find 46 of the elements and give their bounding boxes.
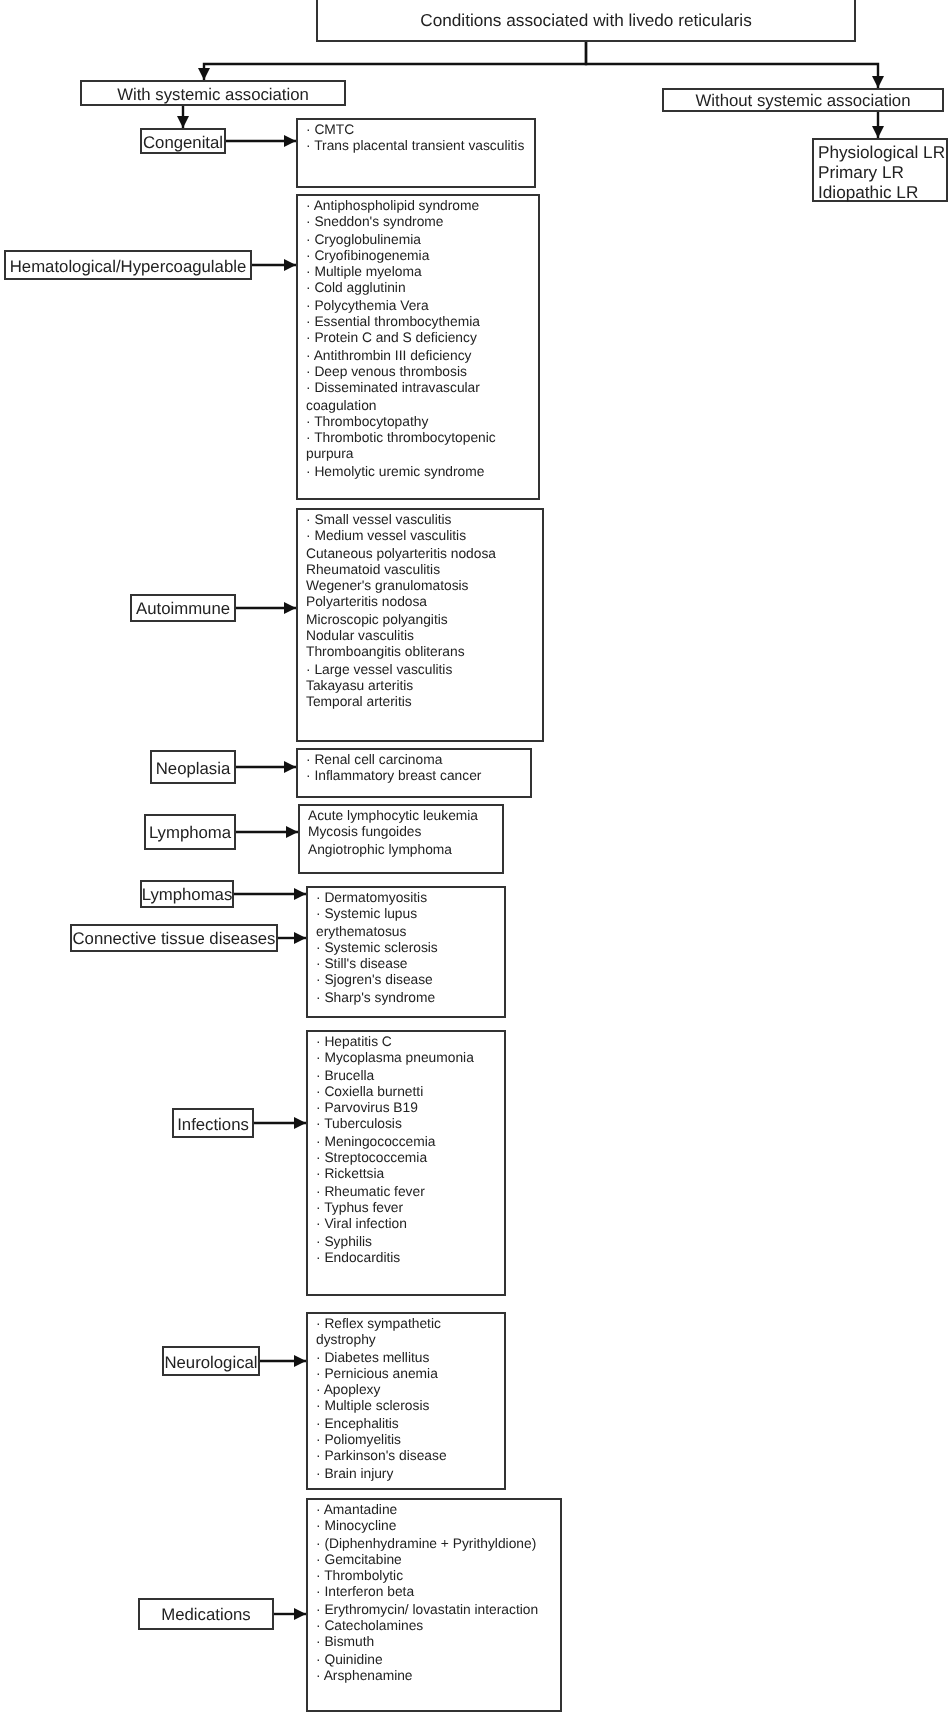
arrow xyxy=(278,932,306,944)
arrow xyxy=(260,1355,306,1367)
list-box xyxy=(306,1498,562,1712)
category-label: Connective tissue diseases xyxy=(72,928,276,948)
arrow xyxy=(236,761,296,773)
arrow xyxy=(234,888,306,900)
category-label: Hematological/Hypercoagulable xyxy=(9,255,247,275)
category-label: Neoplasia xyxy=(155,757,231,777)
arrow xyxy=(584,42,884,88)
list-box xyxy=(812,138,948,202)
category-label: Lymphomas xyxy=(141,884,233,904)
list-box xyxy=(296,194,540,500)
list-item: Primary LR xyxy=(818,162,906,182)
arrow xyxy=(274,1608,306,1620)
category-label: Medications xyxy=(161,1604,251,1624)
list-box xyxy=(306,1030,506,1296)
category-label: Autoimmune xyxy=(136,598,231,618)
category-label: With systemic association xyxy=(117,83,309,103)
list-item: Idiopathic LR xyxy=(818,182,921,202)
arrow xyxy=(177,106,189,128)
category-box xyxy=(80,80,346,106)
category-label: Infections xyxy=(177,1113,249,1133)
category-box xyxy=(130,594,236,622)
arrow xyxy=(236,826,298,838)
arrow xyxy=(226,135,296,147)
list-box xyxy=(296,118,536,188)
arrow xyxy=(236,602,296,614)
list-box xyxy=(306,1312,506,1490)
category-label: Lymphoma xyxy=(148,822,232,842)
arrow xyxy=(872,112,884,138)
category-box xyxy=(138,1598,274,1630)
category-label: Neurological xyxy=(164,1351,258,1371)
arrow xyxy=(252,259,296,271)
list-box xyxy=(296,508,544,742)
category-label: Congenital xyxy=(142,131,224,151)
category-box xyxy=(662,88,944,112)
list-box xyxy=(298,804,504,874)
category-box xyxy=(144,814,236,850)
category-label: Without systemic association xyxy=(695,90,911,110)
list-box xyxy=(306,886,506,1018)
arrow xyxy=(254,1117,306,1129)
list-item: Physiological LR xyxy=(818,142,942,162)
category-box xyxy=(150,750,236,784)
title-text: Conditions associated with livedo reticularis xyxy=(420,9,752,29)
list-box xyxy=(296,748,532,798)
title-box xyxy=(316,0,856,42)
